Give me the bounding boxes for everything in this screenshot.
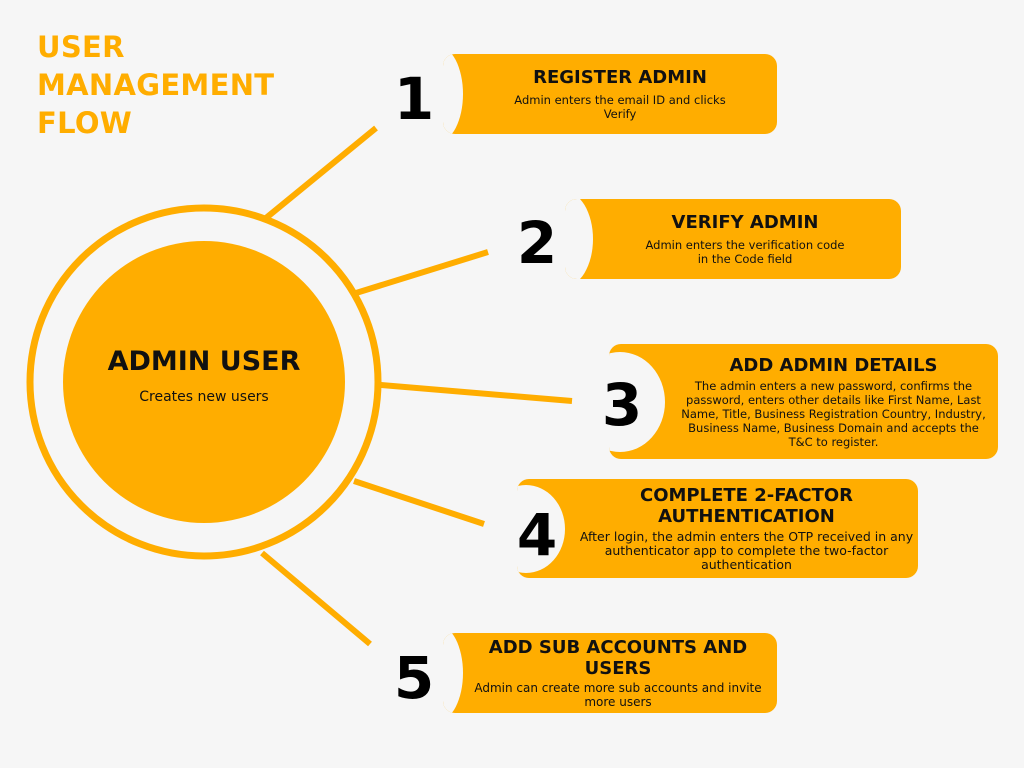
page-title-line-2: MANAGEMENT xyxy=(37,68,275,102)
step-5-number: 5 xyxy=(393,644,435,712)
step-card-5: ADD SUB ACCOUNTS AND USERS Admin can cre… xyxy=(443,633,777,713)
step-3-description: The admin enters a new password, confirm… xyxy=(681,378,986,449)
step-card-1: REGISTER ADMIN Admin enters the email ID… xyxy=(443,54,777,134)
center-subtitle: Creates new users xyxy=(139,388,269,405)
admin-user-node xyxy=(63,241,345,523)
connector-step-1 xyxy=(264,125,378,221)
connector-step-4 xyxy=(353,478,485,527)
connector-step-2 xyxy=(355,249,489,296)
connector-step-5 xyxy=(260,550,372,647)
step-card-2: VERIFY ADMIN Admin enters the verificati… xyxy=(565,199,901,279)
step-3-title: ADD ADMIN DETAILS xyxy=(729,354,938,376)
step-4-description: After login, the admin enters the OTP re… xyxy=(579,529,914,572)
step-1-title: REGISTER ADMIN xyxy=(533,67,707,88)
step-2-description: Admin enters the verification code in th… xyxy=(645,238,845,266)
connector-step-3 xyxy=(380,382,573,404)
step-3-number: 3 xyxy=(601,371,643,439)
step-4-number: 4 xyxy=(516,501,558,569)
page-title-line-3: FLOW xyxy=(37,106,133,140)
center-title: ADMIN USER xyxy=(107,345,301,377)
step-5-description: Admin can create more sub accounts and i… xyxy=(474,681,762,709)
outer-ring xyxy=(26,204,382,560)
admin-user-label: ADMIN USER Creates new users xyxy=(63,240,345,522)
step-card-3: ADD ADMIN DETAILS The admin enters a new… xyxy=(609,344,998,459)
page-title: USER MANAGEMENT FLOW xyxy=(37,28,274,142)
step-2-number: 2 xyxy=(516,209,558,277)
step-5-title: ADD SUB ACCOUNTS AND USERS xyxy=(488,637,748,679)
step-2-cutout xyxy=(565,199,593,279)
step-1-number: 1 xyxy=(393,65,435,133)
step-1-cutout xyxy=(443,54,463,134)
page-title-line-1: USER xyxy=(37,30,125,64)
step-2-title: VERIFY ADMIN xyxy=(671,212,819,233)
step-card-4: COMPLETE 2-FACTOR AUTHENTICATION After l… xyxy=(517,479,918,578)
step-5-cutout xyxy=(443,633,463,713)
step-4-title: COMPLETE 2-FACTOR AUTHENTICATION xyxy=(639,485,854,527)
step-1-description: Admin enters the email ID and clicks Ver… xyxy=(514,93,726,121)
